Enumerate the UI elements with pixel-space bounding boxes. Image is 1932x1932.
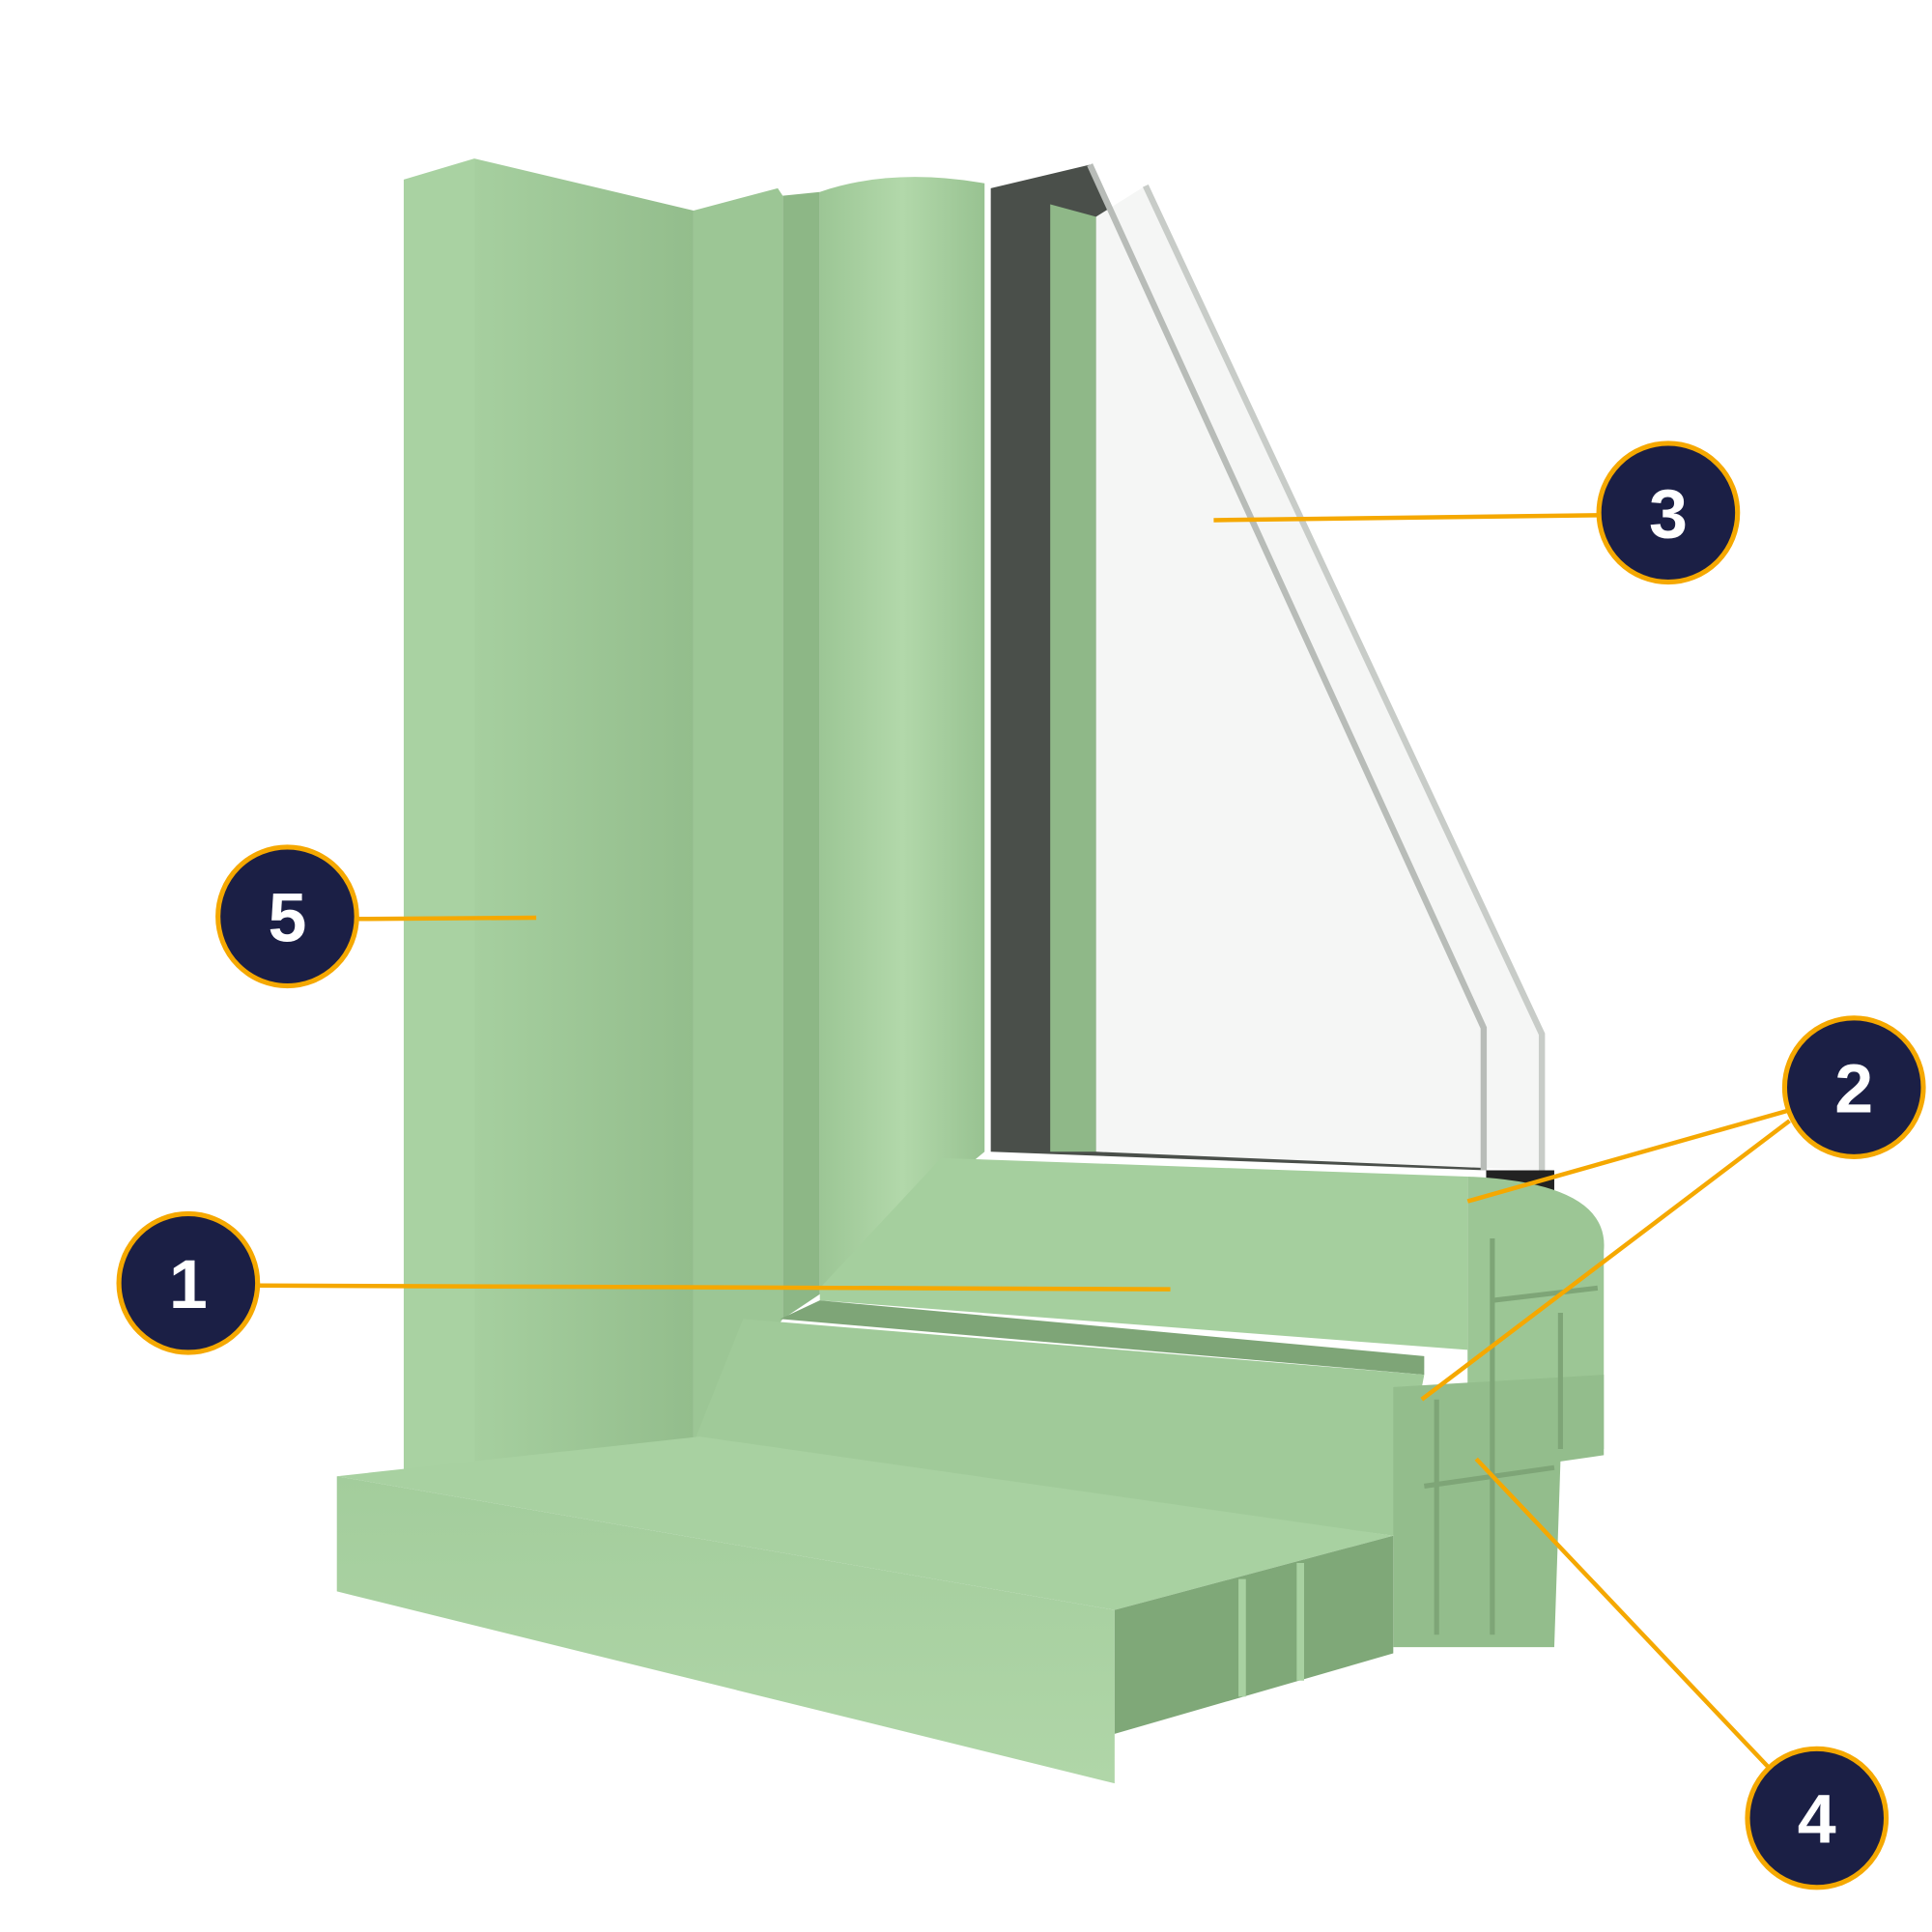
callout-1: 1: [116, 1210, 261, 1355]
leader-line-4: [1474, 1457, 1771, 1770]
leader-line-2b: [1420, 1119, 1791, 1402]
callout-5: 5: [215, 844, 359, 989]
callout-1-label: 1: [169, 1246, 208, 1323]
callout-2: 2: [1781, 1015, 1926, 1159]
callout-4: 4: [1745, 1746, 1889, 1890]
leader-line-5: [356, 915, 537, 922]
callout-3: 3: [1596, 440, 1741, 585]
glazing-unit: [990, 163, 1554, 1251]
leader-line-2a: [1466, 1108, 1788, 1204]
callout-3-label: 3: [1649, 475, 1688, 553]
leader-line-3: [1213, 513, 1600, 523]
callout-2-label: 2: [1834, 1050, 1873, 1127]
leader-line-1: [257, 1283, 1171, 1292]
vertical-frame: [403, 158, 985, 1481]
sash-profile: [693, 1157, 1605, 1648]
callout-4-label: 4: [1798, 1781, 1836, 1859]
leader-lines: [257, 513, 1791, 1770]
callout-5-label: 5: [268, 879, 306, 956]
window-sill: [336, 1436, 1394, 1784]
